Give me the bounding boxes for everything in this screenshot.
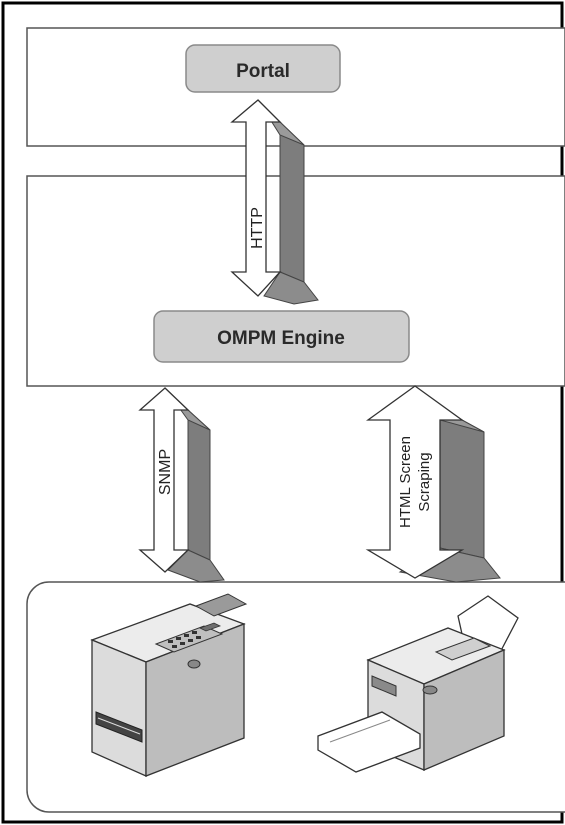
html-label-line1: HTML Screen bbox=[397, 436, 414, 528]
html-label-line2: Scraping bbox=[416, 452, 433, 511]
http-arrow: HTTP bbox=[230, 99, 319, 305]
engine-label: OMPM Engine bbox=[217, 328, 345, 349]
http-label: HTTP bbox=[249, 207, 266, 249]
portal-box: Portal bbox=[185, 44, 341, 93]
portal-label: Portal bbox=[236, 61, 290, 82]
printer-icon bbox=[317, 595, 519, 773]
snmp-label: SNMP bbox=[157, 449, 174, 495]
engine-box: OMPM Engine bbox=[153, 310, 410, 363]
snmp-arrow: SNMP bbox=[138, 387, 225, 583]
fax-printer-icon bbox=[90, 593, 248, 778]
html-scraping-arrow: HTML Screen Scraping bbox=[365, 385, 501, 583]
